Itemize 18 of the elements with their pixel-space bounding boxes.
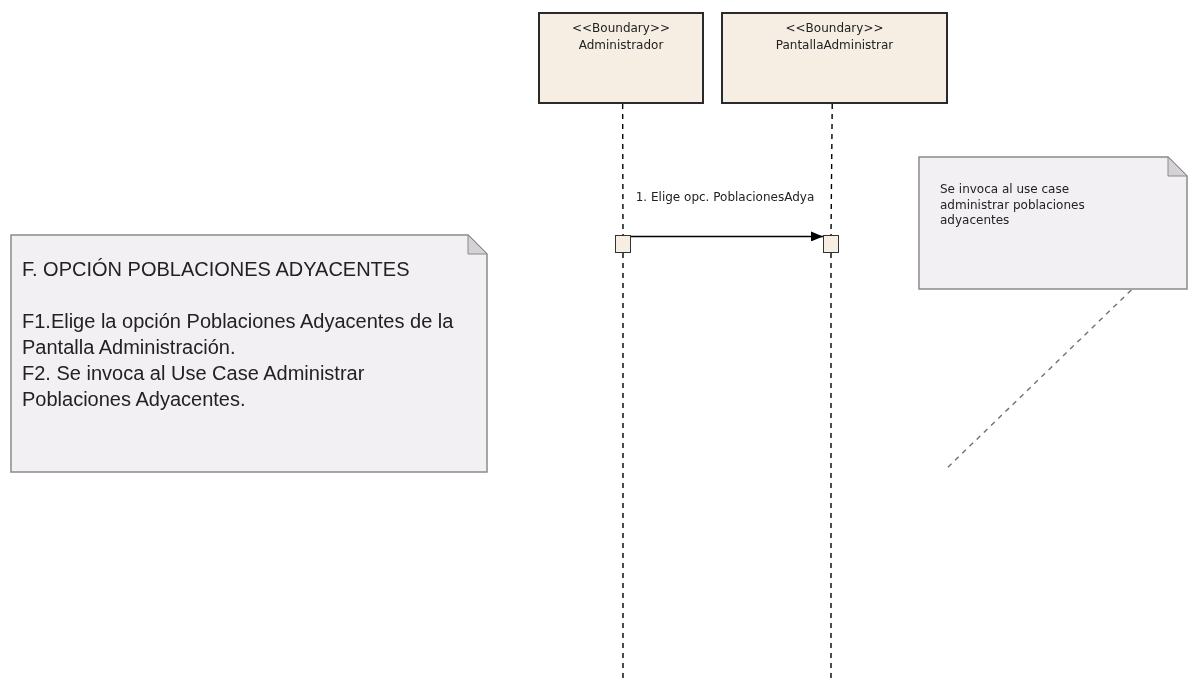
note-text: F2. Se invoca al Use Case Administrar Poblaciones Adyacentes. bbox=[22, 361, 366, 412]
stereotype-label: <<Boundary>> bbox=[571, 20, 671, 37]
stereotype-label: <<Boundary>> bbox=[784, 20, 885, 37]
activation-box bbox=[615, 235, 631, 253]
note-text: Se invoca al use case administrar poblaciones adyacentes bbox=[940, 182, 1086, 229]
lifeline bbox=[830, 103, 833, 236]
note-text: F1.Elige la opción Poblaciones Adyacentes de la Pantalla Administración. bbox=[22, 309, 455, 360]
object-name: PantallaAdministrar bbox=[774, 37, 895, 55]
edge-label: 1. Elige opc. PoblacionesAdya bbox=[635, 190, 815, 204]
lifeline-header-box bbox=[721, 12, 948, 104]
message-arrow bbox=[630, 231, 824, 242]
note bbox=[10, 234, 488, 473]
object-name: Administrador bbox=[577, 37, 665, 55]
activation-box bbox=[823, 235, 839, 253]
lifeline-header-box bbox=[538, 12, 704, 104]
lifeline bbox=[621, 103, 624, 236]
note-heading: F. OPCIÓN POBLACIONES ADYACENTES bbox=[22, 257, 411, 282]
note bbox=[918, 156, 1188, 290]
